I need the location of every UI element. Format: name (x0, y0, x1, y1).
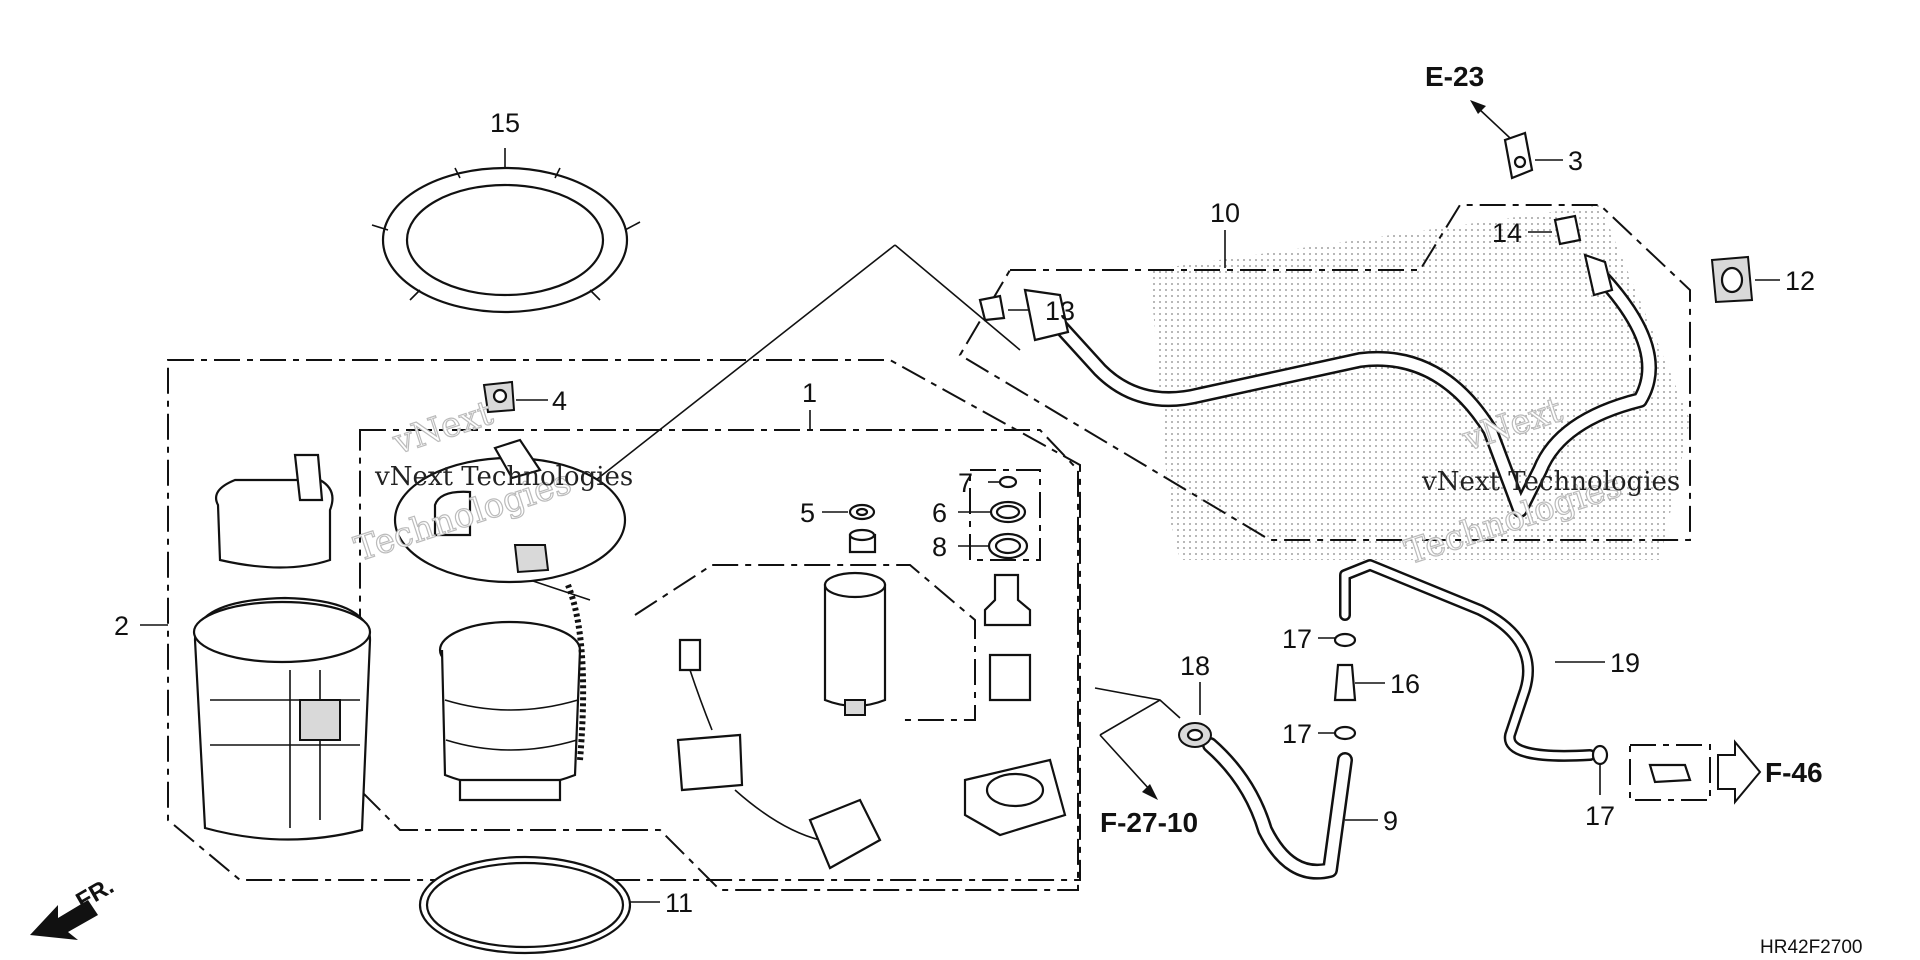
diagram-code: HR42F2700 (1760, 937, 1862, 958)
part-18-clamp (1178, 722, 1212, 748)
part-17-clamp-b (1333, 725, 1357, 741)
part-17-clamp-c (1591, 744, 1609, 766)
label-part-18: 18 (1180, 651, 1210, 681)
label-part-11: 11 (665, 888, 693, 918)
reference-e23[interactable]: E-23 (1425, 61, 1484, 92)
part-11-gasket (418, 855, 632, 955)
part-8-o-ring (987, 532, 1029, 560)
label-part-12: 12 (1785, 266, 1815, 296)
outline-hose-10 (958, 204, 1691, 541)
label-part-9: 9 (1383, 806, 1398, 836)
part-strainer (963, 758, 1067, 837)
part-6-o-ring (989, 500, 1027, 524)
part-14-clip (1553, 214, 1582, 246)
arrow-to-f46 (1717, 739, 1762, 805)
arrow-to-e23 (1470, 100, 1511, 139)
watermark-brand: vNext (387, 393, 498, 463)
leader-cross (544, 244, 896, 521)
part-7-o-ring (998, 475, 1018, 489)
part-fuel-level-sender (676, 638, 882, 870)
label-part-10: 10 (1210, 198, 1240, 228)
label-part-7: 7 (958, 468, 973, 498)
part-5-collar (848, 528, 877, 554)
label-part-17-b: 17 (1282, 719, 1312, 749)
outline-assembly-1 (359, 429, 1079, 891)
label-part-14: 14 (1492, 218, 1522, 248)
reference-f2710[interactable]: F-27-10 (1100, 807, 1198, 838)
label-part-19: 19 (1610, 648, 1640, 678)
label-part-8: 8 (932, 532, 947, 562)
part-16-joint (1333, 663, 1357, 702)
label-part-6: 6 (932, 498, 947, 528)
watermark-text-right: vNext Technologies (1421, 467, 1680, 497)
label-part-13: 13 (1045, 296, 1075, 326)
part-10-fuel-feed-hose (1023, 253, 1657, 518)
label-part-2: 2 (114, 611, 129, 641)
label-part-3: 3 (1568, 146, 1583, 176)
label-part-15: 15 (490, 108, 520, 138)
part-9-hose (1202, 737, 1353, 880)
part-3-clip (1503, 131, 1534, 180)
part-17-clamp-a (1333, 632, 1357, 648)
dotted-area-shading (1150, 205, 1690, 560)
part-2-canister (192, 453, 372, 841)
label-part-16: 16 (1390, 669, 1420, 699)
part-joint-f46 (1648, 763, 1692, 784)
outline-assembly-2 (167, 359, 1081, 881)
outline-regulator-group (969, 469, 1041, 561)
part-5-seal (848, 503, 876, 521)
front-direction-arrow (30, 900, 98, 940)
leader-f2710-b (1099, 699, 1161, 736)
outline-joint-f46 (1629, 744, 1711, 801)
label-part-5: 5 (800, 498, 815, 528)
arrow-to-f2710 (1099, 734, 1158, 800)
part-13-clip (978, 294, 1006, 322)
part-1-pump-module (393, 438, 627, 802)
part-19-tube (1339, 559, 1596, 762)
label-part-17-c: 17 (1585, 801, 1615, 831)
watermark-text-left: vNext Technologies (374, 462, 633, 492)
leader-cross2 (894, 244, 1021, 351)
part-fuel-pump (823, 571, 887, 716)
part-pressure-regulator (983, 573, 1032, 702)
label-part-4: 4 (552, 386, 567, 416)
label-part-17-a: 17 (1282, 624, 1312, 654)
reference-f46[interactable]: F-46 (1765, 757, 1823, 788)
part-15-lock-ring (371, 166, 641, 314)
part-4-grommet (482, 380, 516, 414)
part-12-grommet (1710, 255, 1754, 304)
outline-subassembly (634, 564, 976, 721)
label-part-1: 1 (802, 378, 817, 408)
